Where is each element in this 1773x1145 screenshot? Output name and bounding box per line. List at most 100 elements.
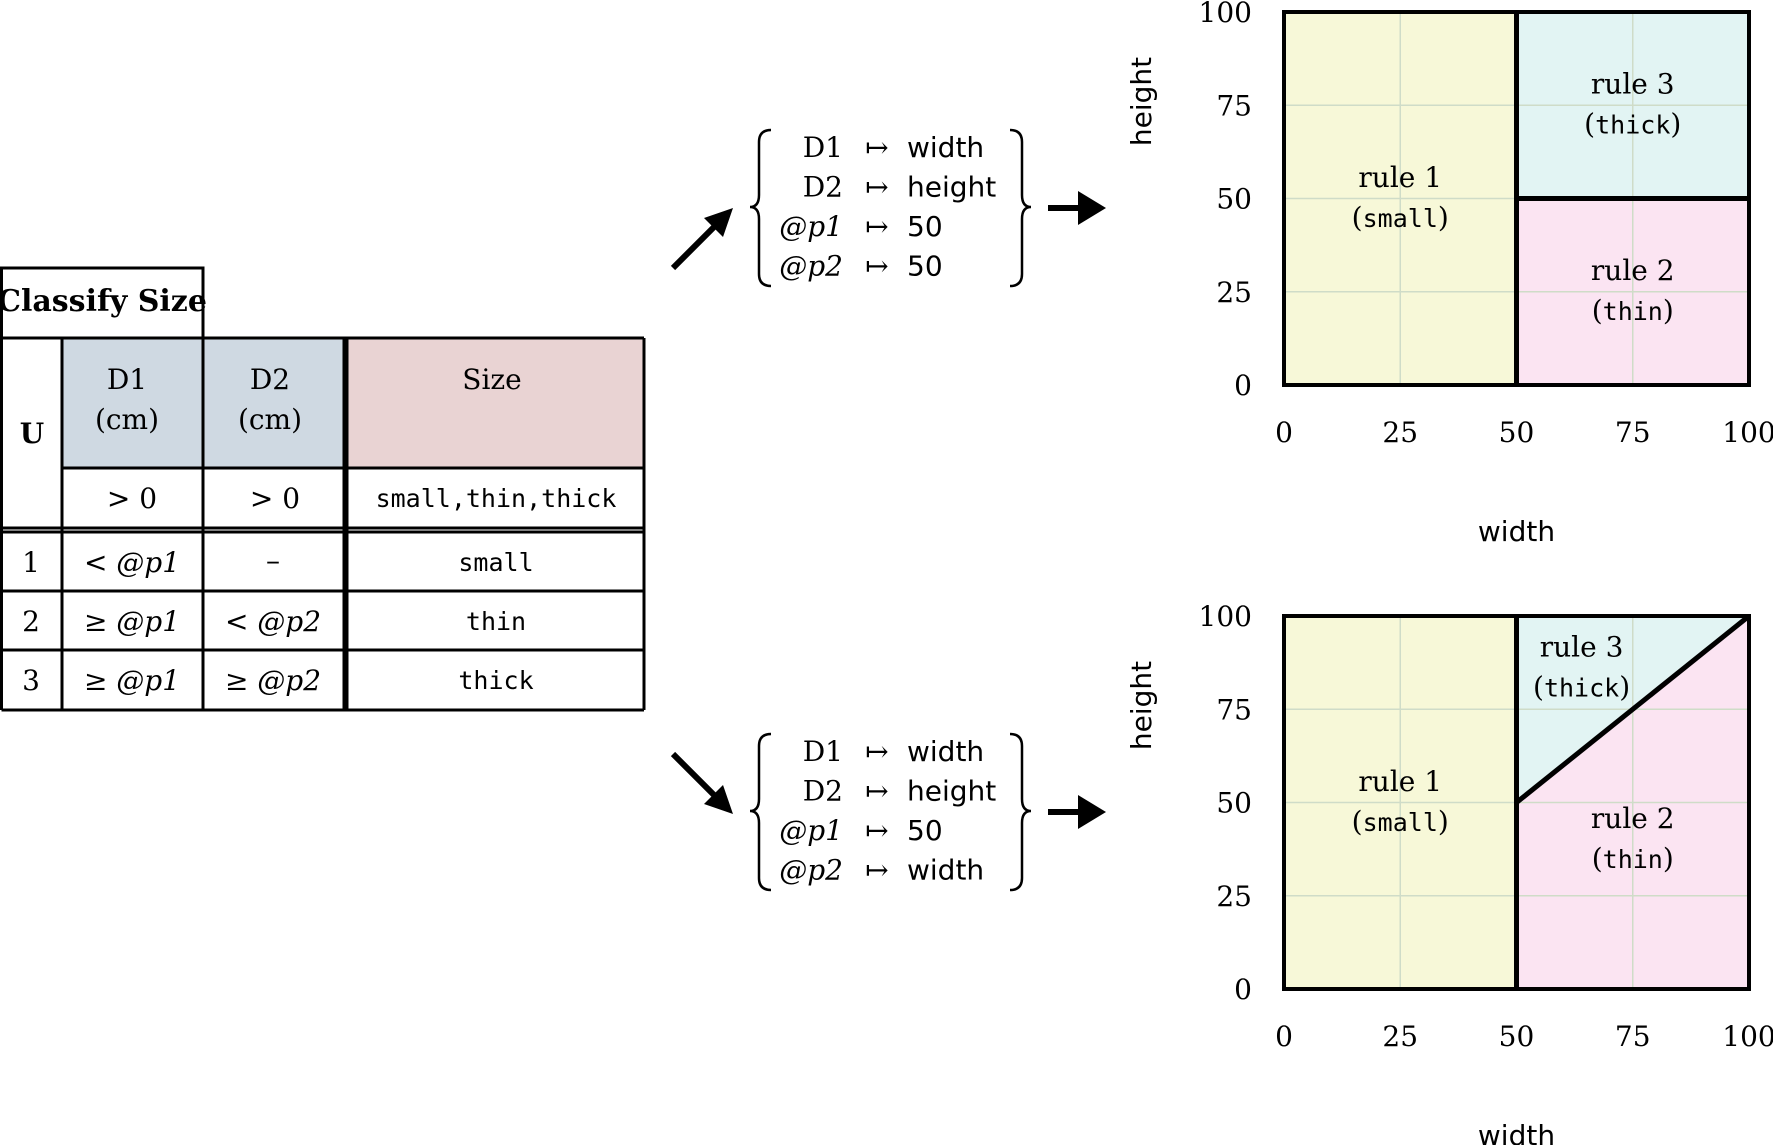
- mapping-value: height: [907, 775, 996, 808]
- x-tick-label: 75: [1615, 416, 1651, 449]
- chart-frame: [1282, 614, 1751, 991]
- region-class-label: (small): [1352, 805, 1449, 838]
- maps-to-icon: ↦: [865, 775, 888, 808]
- region-rule-label: rule 2: [1591, 802, 1675, 835]
- row-3-d1: ≥ @p1: [84, 664, 180, 697]
- mapping-key: D2: [803, 775, 843, 808]
- left-brace-icon: [749, 732, 772, 892]
- region-rule-label: rule 1: [1358, 161, 1442, 194]
- mapping-value: 50: [907, 210, 943, 243]
- y-axis-label: height: [1125, 57, 1158, 146]
- mapping-value: width: [907, 735, 984, 768]
- row-2-size: thin: [466, 607, 526, 636]
- right-arrow-head-icon: [1078, 795, 1106, 829]
- mapping-key: @p1: [779, 210, 843, 243]
- region-rule-label: rule 3: [1540, 630, 1624, 663]
- x-tick-label: 25: [1382, 1020, 1418, 1053]
- y-tick-label: 50: [1216, 183, 1252, 216]
- row-2-d1: ≥ @p1: [84, 605, 180, 638]
- table-grid: [0, 336, 646, 712]
- left-brace-icon: [749, 128, 772, 288]
- header-d1-line2: (cm): [95, 403, 159, 436]
- x-axis-label: width: [1478, 515, 1555, 548]
- maps-to-icon: ↦: [865, 814, 888, 847]
- y-tick-label: 100: [1199, 600, 1252, 633]
- up-right-arrow-icon: [670, 208, 733, 271]
- region-class-label: (thick): [1533, 670, 1630, 703]
- mapping-key: D2: [803, 171, 843, 204]
- row-1-size: small: [458, 548, 533, 577]
- mapping-value: width: [907, 854, 984, 887]
- region-rule-label: rule 2: [1591, 254, 1675, 287]
- y-tick-label: 25: [1216, 276, 1252, 309]
- table-title: Classify Size: [0, 284, 207, 319]
- x-tick-label: 75: [1615, 1020, 1651, 1053]
- header-d1-bg: [62, 338, 203, 468]
- region-rule-label: rule 3: [1591, 68, 1675, 101]
- row-3-id: 3: [22, 664, 40, 697]
- row-1-id: 1: [22, 546, 40, 579]
- mapping-key: D1: [803, 131, 843, 164]
- maps-to-icon: ↦: [865, 131, 888, 164]
- header-size-bg: [347, 338, 644, 468]
- header-d2-line2: (cm): [238, 403, 302, 436]
- region-class-label: (thick): [1584, 108, 1681, 141]
- y-tick-label: 75: [1216, 693, 1252, 726]
- mapping-key: @p2: [779, 250, 843, 283]
- row-1-d2: –: [266, 544, 280, 577]
- x-tick-label: 50: [1499, 1020, 1535, 1053]
- header-d2-bg: [203, 338, 344, 468]
- row-2-id: 2: [22, 605, 40, 638]
- y-tick-label: 100: [1199, 0, 1252, 29]
- x-tick-label: 100: [1722, 1020, 1773, 1053]
- region-chart-top: rule 1 (small) rule 2 (thin) rule 3 (thick) 0 2…: [1125, 0, 1773, 548]
- mapping-key: D1: [803, 735, 843, 768]
- region-rule-label: rule 1: [1358, 765, 1442, 798]
- region-class-label: (thin): [1592, 294, 1674, 327]
- y-tick-label: 0: [1234, 369, 1252, 402]
- header-d2-line1: D2: [250, 363, 290, 396]
- row-3-d2: ≥ @p2: [225, 664, 321, 697]
- rules-table: Classify Size U D1 (cm) D2 (cm) Size > 0…: [0, 266, 646, 712]
- x-tick-label: 25: [1382, 416, 1418, 449]
- row-1-d1: < @p1: [84, 546, 180, 579]
- row-3-size: thick: [458, 666, 533, 695]
- mapping-value: height: [907, 171, 996, 204]
- mapping-key: @p1: [779, 814, 843, 847]
- region-class-label: (small): [1352, 201, 1449, 234]
- y-tick-label: 50: [1216, 787, 1252, 820]
- y-tick-label: 25: [1216, 880, 1252, 913]
- y-tick-label: 75: [1216, 89, 1252, 122]
- right-brace-icon: [1009, 128, 1032, 288]
- region-class-label: (thin): [1592, 842, 1674, 875]
- mapping-value: 50: [907, 814, 943, 847]
- x-tick-label: 0: [1275, 416, 1293, 449]
- maps-to-icon: ↦: [865, 250, 888, 283]
- constraint-d2: > 0: [250, 482, 300, 515]
- x-tick-label: 0: [1275, 1020, 1293, 1053]
- right-brace-icon: [1009, 732, 1032, 892]
- maps-to-icon: ↦: [865, 854, 888, 887]
- x-axis-label: width: [1478, 1119, 1555, 1145]
- header-d1-line1: D1: [107, 363, 147, 396]
- maps-to-icon: ↦: [865, 210, 888, 243]
- maps-to-icon: ↦: [865, 171, 888, 204]
- constraint-size: small,thin,thick: [376, 484, 617, 513]
- mapping-value: width: [907, 131, 984, 164]
- chart-frame: [1282, 10, 1751, 387]
- row-2-d2: < @p2: [225, 605, 321, 638]
- header-size: Size: [462, 363, 521, 396]
- x-tick-label: 100: [1722, 416, 1773, 449]
- region-chart-bottom: rule 1 (small) rule 2 (thin) rule 3 (thick) 0 2…: [1125, 600, 1773, 1145]
- y-tick-label: 0: [1234, 973, 1252, 1006]
- y-axis-label: height: [1125, 661, 1158, 750]
- x-tick-label: 50: [1499, 416, 1535, 449]
- constraint-d1: > 0: [107, 482, 157, 515]
- down-right-arrow-icon: [670, 751, 733, 814]
- mapping-value: 50: [907, 250, 943, 283]
- maps-to-icon: ↦: [865, 735, 888, 768]
- u-label: U: [20, 417, 44, 450]
- region-boundary: [1514, 614, 1751, 805]
